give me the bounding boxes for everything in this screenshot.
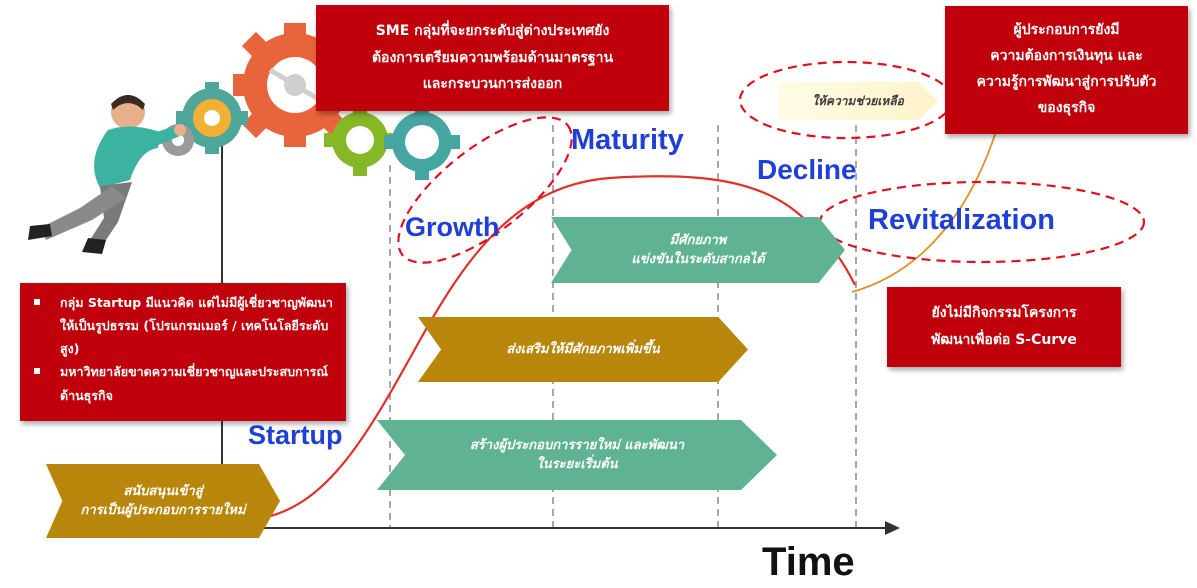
arrow-create-new-line: สร้างผู้ประกอบการรายใหม่ และพัฒนา	[469, 437, 685, 453]
gear-icon-green	[324, 104, 396, 176]
capital-need-line: ความต้องการเงินทุน และ	[990, 48, 1143, 65]
arrow-support-entry-line: การเป็นผู้ประกอบการรายใหม่	[80, 503, 246, 518]
no-activity-line: ยังไม่มีกิจกรรมโครงการ	[931, 305, 1077, 322]
no-activity-line: พัฒนาเพื่อต่อ S-Curve	[931, 332, 1077, 348]
capital-need-line: ผู้ประกอบการยังมี	[1013, 22, 1120, 39]
gear-icon-teal-small	[176, 82, 248, 154]
stage-label-maturity: Maturity	[571, 124, 684, 156]
arrow-intl-compete-line: มีศักยภาพ	[669, 232, 727, 248]
arrow-support-entry-line: สนับสนุนเข้าสู่	[123, 483, 203, 499]
startup-issue-item: มหาวิทยาลัยขาดความเชี่ยวชาญและประสบการณ์…	[34, 360, 336, 406]
stage-label-revitalization: Revitalization	[868, 204, 1055, 236]
arrow-boost-potential: ส่งเสริมให้มีศักยภาพเพิ่มขึ้น	[418, 317, 748, 382]
arrow-boost-potential-line: ส่งเสริมให้มีศักยภาพเพิ่มขึ้น	[506, 341, 660, 357]
gear-icon-teal	[384, 104, 460, 180]
x-axis-label: Time	[762, 540, 855, 584]
no-activity-box: ยังไม่มีกิจกรรมโครงการ พัฒนาเพื่อต่อ S-C…	[887, 287, 1121, 367]
sme-export-box: SME กลุ่มที่จะยกระดับสู่ต่างประเทศยัง ต้…	[316, 5, 669, 111]
startup-issue-item: กลุ่ม Startup มีแนวคิด แต่ไม่มีผู้เชี่ยว…	[34, 291, 336, 360]
sme-export-line: SME กลุ่มที่จะยกระดับสู่ต่างประเทศยัง	[375, 23, 610, 40]
person-pushing-icon	[28, 95, 186, 254]
capital-need-box: ผู้ประกอบการยังมี ความต้องการเงินทุน และ…	[945, 6, 1188, 134]
revitalization-curve	[851, 124, 999, 293]
stage-label-decline: Decline	[757, 154, 857, 185]
arrow-create-new: สร้างผู้ประกอบการรายใหม่ และพัฒนา ในระยะ…	[377, 420, 777, 490]
help-label: ให้ความช่วยเหลือ	[778, 82, 938, 120]
capital-need-line: ความรู้การพัฒนาสู่การปรับตัว	[976, 74, 1157, 90]
sme-export-line: ต้องการเตรียมความพร้อมด้านมาตรฐาน	[371, 49, 614, 66]
arrow-create-new-line: ในระยะเริ่มต้น	[536, 457, 618, 472]
arrow-intl-compete-line: แข่งขันในระดับสากลได้	[631, 252, 765, 267]
startup-issues-box: กลุ่ม Startup มีแนวคิด แต่ไม่มีผู้เชี่ยว…	[20, 283, 346, 421]
capital-need-line: ของธุรกิจ	[1037, 99, 1096, 116]
stage-label-startup: Startup	[248, 420, 343, 450]
x-axis-arrowhead	[885, 521, 900, 535]
stage-label-growth: Growth	[405, 212, 500, 242]
s-curve-line	[261, 175, 856, 520]
sme-export-line: และกระบวนการส่งออก	[422, 76, 563, 93]
arrow-support-entry: สนับสนุนเข้าสู่ การเป็นผู้ประกอบการรายให…	[46, 464, 280, 538]
growth-ellipse	[397, 116, 573, 264]
arrow-intl-compete: มีศักยภาพ แข่งขันในระดับสากลได้	[551, 217, 845, 283]
